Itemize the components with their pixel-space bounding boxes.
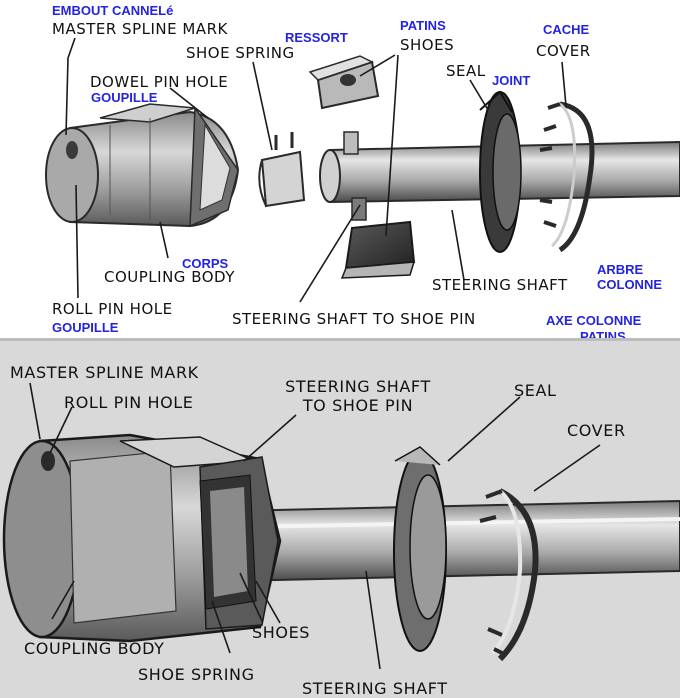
cache-label: CACHE [543,22,590,37]
cover-label: COVER [536,42,591,60]
steering-shaft-label: STEERING SHAFT [432,276,568,294]
dowel-pin-hole-label: DOWEL PIN HOLE [90,73,229,91]
exploded-view-panel: MASTER SPLINE MARK DOWEL PIN HOLE SHOE S… [0,0,680,340]
joint-label: JOINT [492,73,531,88]
leader-lines-bottom [29,382,601,670]
colonne-label: COLONNE [597,277,662,292]
roll-pin-hole-label: ROLL PIN HOLE [52,300,173,318]
steering-shaft-to-shoe-pin-label: STEERING SHAFT TO SHOE PIN [268,377,448,415]
shoe-spring-part [258,132,306,208]
embout-cannele-label: EMBOUT CANNELé [52,3,174,18]
seal-part [393,446,447,652]
cover-part [539,101,595,253]
shoe-spring-label: SHOE SPRING [186,44,295,62]
shoe-spring-label: SHOE SPRING [138,665,255,684]
steering-shaft-part [229,499,680,583]
exploded-view-illustration [45,37,680,303]
cover-part [479,488,539,662]
coupling-body-label: COUPLING BODY [104,268,235,286]
assembled-view-illustration [2,382,680,670]
cover-label: COVER [567,421,626,440]
master-spline-mark-label: MASTER SPLINE MARK [10,363,199,382]
leader-lines-top [65,37,567,303]
coupling-body-part [45,103,240,228]
steering-shaft-to-shoe-pin-line1: STEERING SHAFT [285,377,431,396]
roll-pin-hole-label: ROLL PIN HOLE [64,393,194,412]
patins-axe-label: PATINS [580,329,626,340]
lower-shoe-part [340,220,416,279]
coupling-body-part [2,433,282,643]
steering-shaft-to-shoe-pin-label: STEERING SHAFT TO SHOE PIN [232,310,476,328]
steering-shaft-label: STEERING SHAFT [302,679,448,698]
corps-label: CORPS [182,256,229,271]
assembled-view-panel: MASTER SPLINE MARK ROLL PIN HOLE STEERIN… [0,341,680,698]
patins-label: PATINS [400,18,446,33]
axe-colonne-label: AXE COLONNE [546,313,642,328]
coupling-body-label: COUPLING BODY [24,639,165,658]
seal-label: SEAL [514,381,557,400]
goupille-roll-label: GOUPILLE [52,320,119,335]
seal-label: SEAL [446,62,486,80]
goupille-dowel-label: GOUPILLE [91,90,158,105]
arbre-label: ARBRE [597,262,644,277]
master-spline-mark-label: MASTER SPLINE MARK [52,20,228,38]
panel-divider [0,338,680,343]
seal-part [479,90,522,253]
steering-shaft-to-shoe-pin-line2: TO SHOE PIN [302,396,414,415]
ressort-label: RESSORT [285,30,348,45]
upper-shoe-part [308,55,380,110]
shoes-label: SHOES [252,623,311,642]
shoes-label: SHOES [400,36,455,54]
